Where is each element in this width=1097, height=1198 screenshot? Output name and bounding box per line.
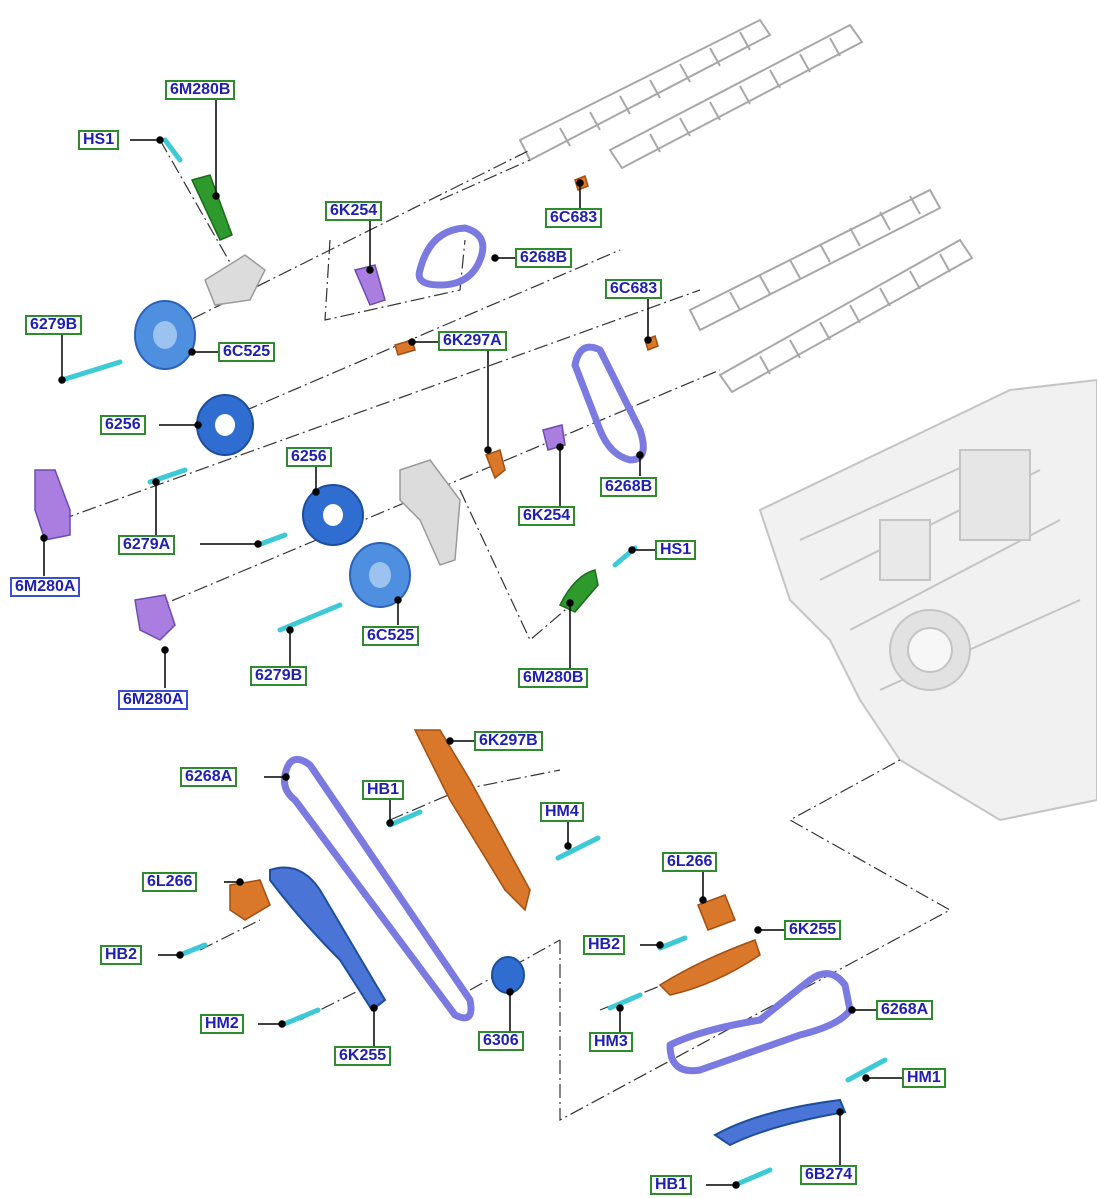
callout-6268B-top: 6268B (515, 248, 573, 268)
callout-6279B-mid: 6279B (250, 666, 308, 686)
callout-6C525-top: 6C525 (218, 342, 276, 362)
callout-HS1-mid: HS1 (655, 540, 697, 560)
callout-6268A-left: 6268A (180, 767, 238, 787)
sprocket-lower (302, 484, 364, 546)
callout-6K255-right: 6K255 (784, 920, 842, 940)
callout-6L266-right: 6L266 (662, 852, 718, 872)
front-bracket (204, 254, 461, 566)
callout-6B274: 6B274 (800, 1165, 858, 1185)
callout-6K297B: 6K297B (474, 731, 543, 751)
callout-HB2-right: HB2 (583, 935, 626, 955)
crank-sprocket (491, 956, 525, 994)
leader-lines (40, 100, 902, 1189)
engine-block (758, 378, 1097, 822)
cam-phaser-lower (349, 542, 411, 608)
callout-6L266-left: 6L266 (142, 872, 198, 892)
callout-HB1-upper: HB1 (362, 780, 405, 800)
callout-6256-upper: 6256 (100, 415, 146, 435)
callout-6C525-mid: 6C525 (362, 626, 420, 646)
callout-HB2-left: HB2 (100, 945, 143, 965)
callout-HB1-lower: HB1 (650, 1175, 693, 1195)
callout-6M280A-bottom: 6M280A (118, 690, 189, 710)
callout-6C683-mid: 6C683 (605, 279, 663, 299)
camshafts (518, 18, 974, 394)
cam-phaser-upper (134, 300, 196, 370)
callout-6K255-left: 6K255 (334, 1046, 392, 1066)
callout-6M280B-mid: 6M280B (518, 668, 589, 688)
callout-6268B-mid: 6268B (600, 477, 658, 497)
callout-6K254-mid: 6K254 (518, 506, 576, 526)
callout-HS1-top: HS1 (78, 130, 120, 150)
chain-guides (269, 866, 847, 1147)
callout-HM4: HM4 (540, 802, 584, 822)
purple-parts (34, 264, 566, 641)
tensioner-arms (229, 174, 761, 996)
callout-HM2: HM2 (200, 1014, 244, 1034)
callout-6279A: 6279A (118, 535, 176, 555)
callout-6C683-top: 6C683 (545, 208, 603, 228)
callout-6M280A-left: 6M280A (10, 577, 81, 597)
callout-HM3: HM3 (589, 1032, 633, 1052)
callout-6279B-top: 6279B (25, 315, 83, 335)
sprocket-upper (196, 394, 254, 456)
callout-HM1: HM1 (902, 1068, 946, 1088)
callout-6256-lower: 6256 (286, 447, 332, 467)
callout-6K297A: 6K297A (438, 331, 507, 351)
callout-6306: 6306 (478, 1031, 524, 1051)
callout-6268A-right: 6268A (876, 1000, 934, 1020)
callout-6K254-top: 6K254 (325, 201, 383, 221)
callout-6M280B-top: 6M280B (165, 80, 236, 100)
